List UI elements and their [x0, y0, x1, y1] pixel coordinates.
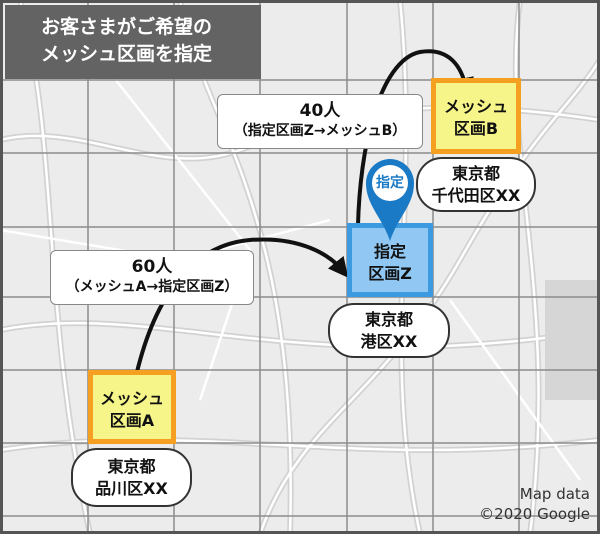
mesh-a: メッシュ区画A: [88, 370, 176, 444]
pin-label: 指定: [376, 175, 404, 191]
flow-label-z-to-b: 40人 （指定区画Z→メッシュB）: [217, 94, 423, 149]
flow-arrow-z-to-b: [355, 49, 474, 261]
flow-label-a-to-z: 60人 （メッシュA→指定区画Z）: [50, 250, 254, 305]
mesh-b: メッシュ区画B: [431, 78, 521, 154]
map-credit: Map data©2020 Google: [479, 485, 590, 523]
area-label-a: 東京都品川区XX: [71, 448, 192, 507]
area-label-z: 東京都港区XX: [328, 303, 450, 358]
map-pin-icon: [366, 159, 414, 241]
area-label-b: 東京都千代田区XX: [416, 157, 536, 212]
flow-arrow-a-to-z: [130, 237, 349, 396]
title-banner: お客さまがご希望の メッシュ区画を指定: [5, 5, 261, 79]
